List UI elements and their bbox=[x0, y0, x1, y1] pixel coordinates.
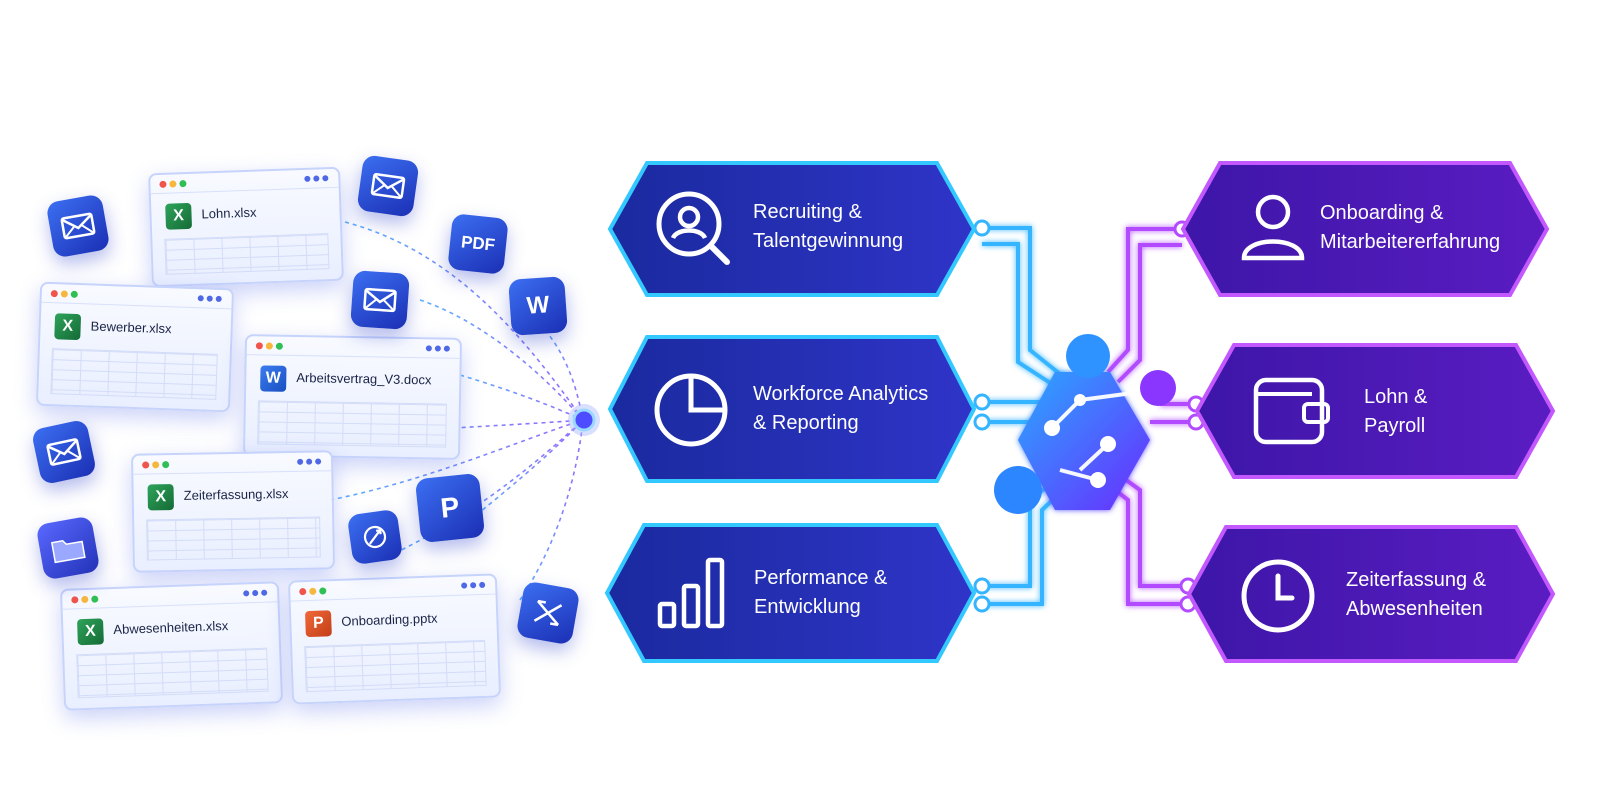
category-title-line1: Lohn & bbox=[1364, 386, 1428, 408]
mail-icon bbox=[350, 270, 410, 330]
category-title-line2: Talentgewinnung bbox=[753, 230, 904, 252]
powerpoint-icon: P bbox=[304, 610, 332, 638]
category-recruiting[interactable]: Recruiting & Talentgewinnung bbox=[607, 160, 977, 298]
spreadsheet-grid bbox=[304, 639, 487, 693]
excel-icon: X bbox=[165, 202, 193, 230]
file-name: Bewerber.xlsx bbox=[90, 318, 172, 337]
category-title-line2: Payroll bbox=[1364, 415, 1426, 437]
pdf-icon: PDF bbox=[447, 213, 509, 275]
category-title-line1: Onboarding & bbox=[1320, 202, 1444, 224]
file-window-onboarding[interactable]: P Onboarding.pptx bbox=[287, 573, 502, 705]
file-window-bewerber[interactable]: X Bewerber.xlsx bbox=[35, 281, 235, 413]
file-window-lohn[interactable]: X Lohn.xlsx bbox=[148, 166, 344, 288]
window-titlebar bbox=[41, 283, 233, 310]
category-title-line1: Recruiting & bbox=[753, 201, 862, 223]
publisher-doc-icon: P bbox=[414, 472, 486, 544]
file-window-abwesenheiten[interactable]: X Abwesenheiten.xlsx bbox=[59, 581, 284, 711]
blue-ports bbox=[973, 219, 991, 613]
file-window-zeiterfassung[interactable]: X Zeiterfassung.xlsx bbox=[130, 450, 336, 573]
bar-chart-icon bbox=[657, 557, 725, 629]
category-zeiterfassung[interactable]: Zeiterfassung & Abwesenheiten bbox=[1186, 524, 1556, 664]
category-performance[interactable]: Performance & Entwicklung bbox=[604, 522, 977, 664]
word-icon: W bbox=[260, 365, 287, 392]
file-name: Lohn.xlsx bbox=[201, 204, 257, 222]
spreadsheet-grid bbox=[146, 516, 321, 561]
excel-icon: X bbox=[77, 618, 104, 646]
spreadsheet-grid bbox=[257, 400, 447, 448]
mail-icon bbox=[45, 193, 111, 259]
search-person-icon bbox=[656, 191, 730, 265]
category-title-line1: Workforce Analytics bbox=[753, 383, 929, 405]
word-doc-icon: W bbox=[508, 276, 568, 336]
file-name: Arbeitsvertrag_V3.docx bbox=[296, 370, 432, 388]
window-titlebar bbox=[289, 575, 496, 602]
category-onboarding[interactable]: Onboarding & Mitarbeitererfahrung bbox=[1180, 160, 1550, 298]
transfer-icon bbox=[515, 580, 581, 646]
publisher-label: P bbox=[439, 491, 461, 524]
merge-node bbox=[572, 408, 596, 432]
file-name: Onboarding.pptx bbox=[341, 610, 438, 629]
window-titlebar bbox=[246, 336, 461, 359]
file-name: Zeiterfassung.xlsx bbox=[183, 486, 289, 503]
central-hub-icon bbox=[994, 334, 1176, 514]
category-title-line1: Performance & bbox=[754, 567, 888, 589]
file-name: Abwesenheiten.xlsx bbox=[113, 618, 229, 638]
category-title-line2: Abwesenheiten bbox=[1346, 598, 1483, 620]
pie-chart-icon bbox=[654, 373, 728, 447]
mail-icon bbox=[356, 154, 420, 218]
window-titlebar bbox=[150, 168, 339, 195]
category-title-line1: Zeiterfassung & bbox=[1346, 569, 1487, 591]
spreadsheet-grid bbox=[76, 647, 269, 699]
category-lohn-payroll[interactable]: Lohn & Payroll bbox=[1194, 342, 1556, 480]
excel-icon: X bbox=[54, 313, 82, 341]
mail-icon bbox=[30, 418, 98, 486]
category-title-line2: & Reporting bbox=[753, 412, 859, 434]
wallet-icon bbox=[1253, 377, 1330, 445]
clock-icon bbox=[1241, 559, 1315, 633]
spreadsheet-grid bbox=[164, 233, 330, 275]
user-icon bbox=[1241, 194, 1305, 261]
sync-icon bbox=[346, 508, 404, 566]
file-window-arbeitsvertrag[interactable]: W Arbeitsvertrag_V3.docx bbox=[242, 334, 463, 460]
category-title-line2: Mitarbeitererfahrung bbox=[1320, 231, 1501, 253]
window-titlebar bbox=[133, 452, 332, 475]
window-titlebar bbox=[62, 583, 278, 610]
word-label: W bbox=[525, 291, 551, 320]
excel-icon: X bbox=[147, 484, 174, 511]
pdf-label: PDF bbox=[460, 232, 496, 255]
folder-icon bbox=[35, 515, 101, 581]
category-workforce-analytics[interactable]: Workforce Analytics & Reporting bbox=[607, 334, 977, 484]
spreadsheet-grid bbox=[50, 348, 218, 400]
category-title-line2: Entwicklung bbox=[754, 596, 861, 618]
